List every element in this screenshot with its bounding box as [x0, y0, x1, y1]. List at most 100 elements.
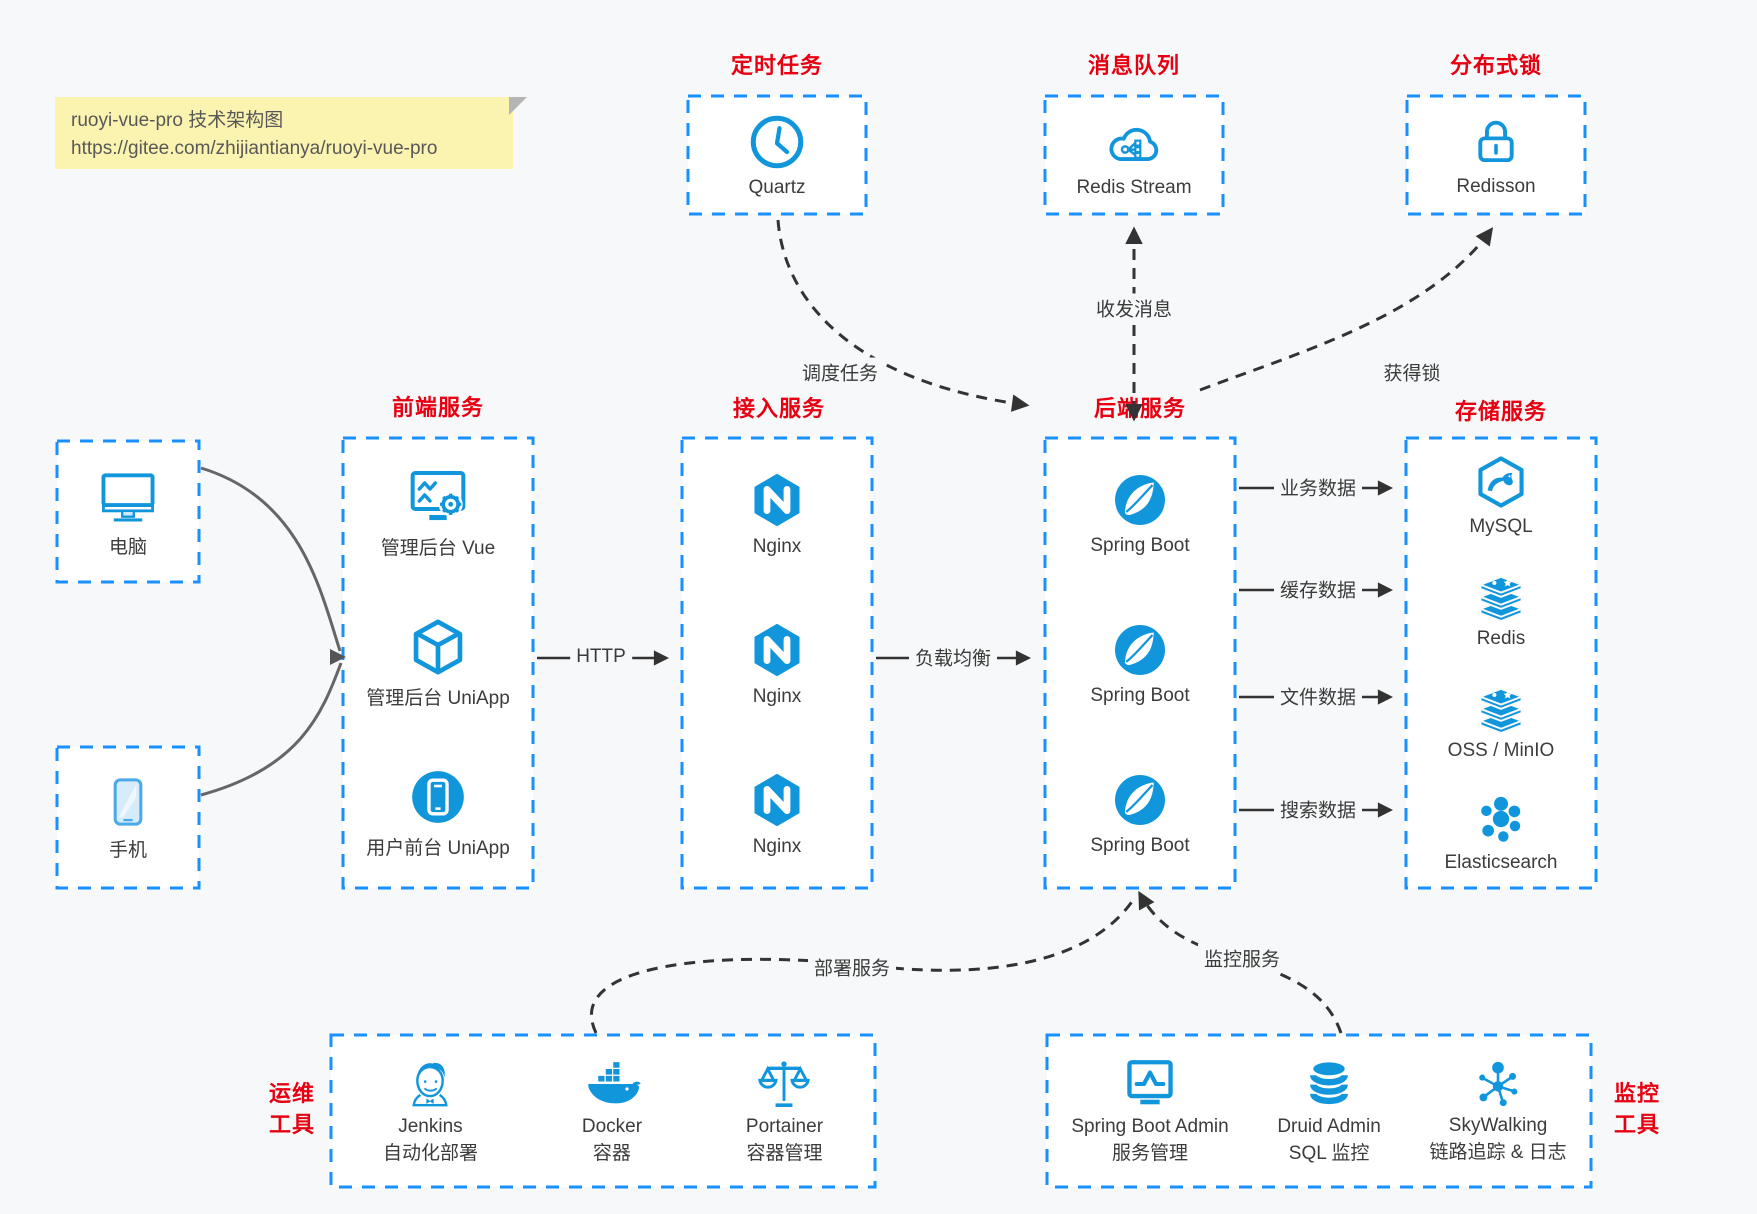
node-skywalking: SkyWalking 链路追踪 & 日志	[1429, 1056, 1567, 1165]
node-label-line2: 容器管理	[746, 1143, 823, 1164]
node-label: Spring Boot	[1090, 834, 1190, 856]
node-elasticsearch: Elasticsearch	[1445, 791, 1558, 874]
scheduled-tasks-title: 定时任务	[730, 53, 824, 78]
admin-vue-icon	[410, 471, 466, 521]
ops-tools-box: Jenkins 自动化部署 Docker 容器	[331, 1035, 875, 1187]
node-admin-vue: 管理后台 Vue	[381, 466, 495, 560]
node-quartz: Quartz	[747, 112, 807, 199]
node-label-line2: SQL 监控	[1288, 1143, 1370, 1164]
cloud-share-icon	[1109, 127, 1159, 161]
arrow-label-monitor: 监控服务	[1197, 943, 1287, 973]
node-label-line1: Jenkins	[398, 1116, 463, 1138]
node-label-line1: SkyWalking	[1448, 1115, 1548, 1137]
access-services-title: 接入服务	[732, 396, 826, 421]
distributed-lock-title: 分布式锁	[1449, 53, 1543, 78]
spring-icon	[1114, 624, 1165, 675]
node-nginx-3: Nginx	[747, 769, 807, 858]
node-nginx-2: Nginx	[747, 619, 807, 708]
message-queue-box: Redis Stream	[1045, 96, 1223, 214]
computer-to-frontend-arrow	[200, 466, 342, 652]
phone-to-frontend-arrow	[200, 662, 343, 797]
redis-stack-icon	[1477, 575, 1525, 622]
node-springboot-3: Spring Boot	[1090, 770, 1190, 857]
arrow-label-deploy: 部署服务	[807, 952, 897, 982]
node-label-line2: 服务管理	[1111, 1143, 1188, 1164]
monitoring-tools-label: 监控 工具	[1613, 1081, 1661, 1137]
database-icon	[1310, 1062, 1349, 1105]
spring-icon	[1114, 774, 1165, 825]
storage-services-box: MySQL Redis	[1406, 438, 1596, 888]
distributed-lock-box: Redisson	[1407, 96, 1585, 214]
node-label-line1: Druid Admin	[1277, 1116, 1381, 1138]
clock-icon	[750, 115, 804, 168]
storage-stack-icon	[1477, 687, 1525, 734]
node-label-line2: 容器	[592, 1143, 631, 1164]
acquire-lock-arrow	[1199, 227, 1494, 392]
node-label: 手机	[108, 839, 147, 861]
arrow-label-message: 收发消息	[1089, 293, 1179, 323]
node-label-line1: Portainer	[745, 1116, 824, 1138]
jenkins-icon	[412, 1063, 449, 1107]
node-label-line1: Docker	[581, 1116, 643, 1138]
node-redis-stream: Redis Stream	[1076, 112, 1192, 199]
node-spring-boot-admin: Spring Boot Admin 服务管理	[1071, 1055, 1229, 1166]
node-label-line2: 链路追踪 & 日志	[1429, 1142, 1567, 1163]
node-label: OSS / MinIO	[1447, 739, 1555, 761]
node-label: Spring Boot	[1090, 534, 1190, 556]
mysql-icon	[1478, 455, 1524, 508]
arrow-label-cache-data: 缓存数据	[1273, 574, 1363, 604]
arrow-label-business-data: 业务数据	[1273, 472, 1363, 502]
monitor-chart-icon	[1127, 1060, 1173, 1105]
node-redisson: Redisson	[1456, 113, 1536, 198]
node-docker: Docker 容器	[582, 1055, 642, 1166]
desktop-icon	[101, 472, 155, 521]
node-label-line2: 自动化部署	[382, 1143, 478, 1164]
elasticsearch-icon	[1481, 796, 1521, 842]
node-label: Redis	[1476, 627, 1526, 649]
node-user-uniapp: 用户前台 UniApp	[366, 766, 510, 860]
node-oss-minio: OSS / MinIO	[1447, 679, 1555, 762]
node-springboot-2: Spring Boot	[1090, 620, 1190, 707]
phone-icon	[113, 777, 143, 826]
portainer-icon	[758, 1061, 811, 1108]
arrow-label-lock: 获得锁	[1377, 357, 1447, 387]
node-admin-uniapp: 管理后台 UniApp	[366, 616, 510, 710]
arrow-label-http: HTTP	[570, 645, 632, 669]
storage-services-title: 存储服务	[1454, 399, 1548, 424]
arrow-label-search-data: 搜索数据	[1273, 794, 1363, 824]
node-label: 电脑	[108, 536, 147, 558]
nginx-icon	[754, 623, 800, 676]
node-portainer: Portainer 容器管理	[746, 1055, 823, 1166]
node-label: MySQL	[1469, 515, 1533, 537]
node-label: 用户前台 UniApp	[366, 838, 510, 859]
sticky-note: ruoyi-vue-pro 技术架构图 https://gitee.com/zh…	[55, 97, 527, 169]
node-jenkins: Jenkins 自动化部署	[383, 1055, 478, 1166]
arrow-label-file-data: 文件数据	[1273, 681, 1363, 711]
node-label: Spring Boot	[1090, 684, 1190, 706]
ops-tools-label: 运维 工具	[268, 1081, 316, 1137]
spring-icon	[1114, 474, 1165, 525]
uniapp-cube-icon	[413, 619, 463, 675]
node-mysql: MySQL	[1469, 453, 1533, 538]
computer-client-box: 电脑	[57, 441, 199, 582]
nginx-icon	[754, 773, 800, 826]
backend-services-box: Spring Boot Spring Boot Spring Boot	[1045, 438, 1235, 888]
node-computer: 电脑	[97, 465, 159, 559]
monitoring-tools-box: Spring Boot Admin 服务管理 Druid Admin SQL 监…	[1047, 1035, 1591, 1187]
nginx-icon	[754, 473, 800, 526]
node-label: 管理后台 UniApp	[366, 688, 510, 709]
node-label: Nginx	[752, 535, 802, 557]
topology-icon	[1479, 1062, 1518, 1107]
backend-services-title: 后端服务	[1093, 396, 1187, 421]
arrow-label-load-balance: 负载均衡	[908, 642, 998, 672]
node-label: Quartz	[748, 176, 806, 198]
note-fold-corner-icon	[509, 97, 527, 115]
node-label: Elasticsearch	[1444, 851, 1558, 873]
lock-icon	[1478, 120, 1514, 162]
node-label: Nginx	[752, 835, 802, 857]
node-label: 管理后台 Vue	[380, 538, 496, 559]
node-label: Nginx	[752, 685, 802, 707]
message-queue-title: 消息队列	[1087, 53, 1181, 78]
node-label-line1: Spring Boot Admin	[1071, 1116, 1229, 1138]
node-phone: 手机	[100, 774, 156, 862]
